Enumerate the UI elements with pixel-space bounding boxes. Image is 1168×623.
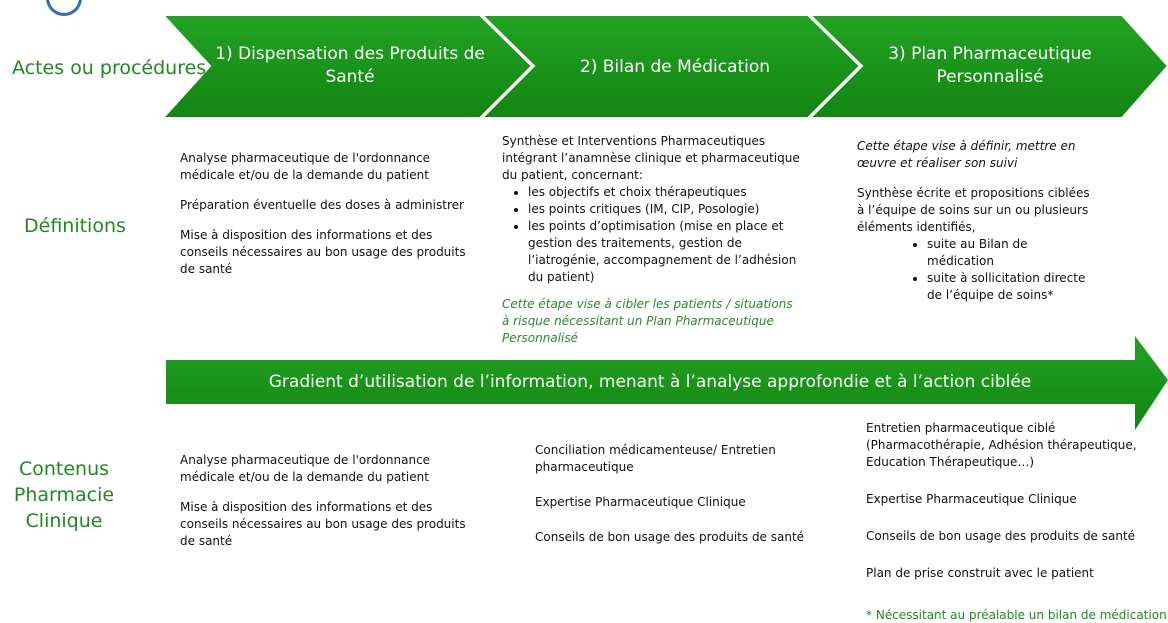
step-3-chevron <box>807 14 1168 119</box>
row-label-definitions: Définitions <box>24 215 126 237</box>
step-1-title: 1) Dispensation des Produits de Santé <box>215 44 485 87</box>
contenus-col2: Conciliation médicamenteuse/ Entretien p… <box>535 443 805 544</box>
contenus-col1: Analyse pharmaceutique de l'ordonnance m… <box>180 453 466 548</box>
gradient-arrow <box>166 336 1168 430</box>
definitions-col2: Synthèse et Interventions Pharmaceutique… <box>502 133 802 360</box>
contenus-col3: Entretien pharmaceutique ciblé (Pharmaco… <box>866 421 1137 580</box>
footnote: * Nécessitant au préalable un bilan de m… <box>866 608 1167 622</box>
step-2-title: 2) Bilan de Médication <box>579 57 771 77</box>
definitions-col1: Analyse pharmaceutique de l'ordonnance m… <box>180 151 466 276</box>
row-label-contenus: Contenus Pharmacie Clinique <box>13 458 115 532</box>
step-1-chevron <box>160 14 534 119</box>
gradient-arrow-label: Gradient d’utilisation de l’information,… <box>268 372 1032 392</box>
step-3-title: 3) Plan Pharmaceutique Personnalisé <box>888 44 1092 87</box>
definitions-col3: Cette étape vise à définir, mettre en œu… <box>857 138 1097 314</box>
step-2-chevron <box>479 14 862 119</box>
row-label-actes: Actes ou procédures <box>12 57 207 79</box>
